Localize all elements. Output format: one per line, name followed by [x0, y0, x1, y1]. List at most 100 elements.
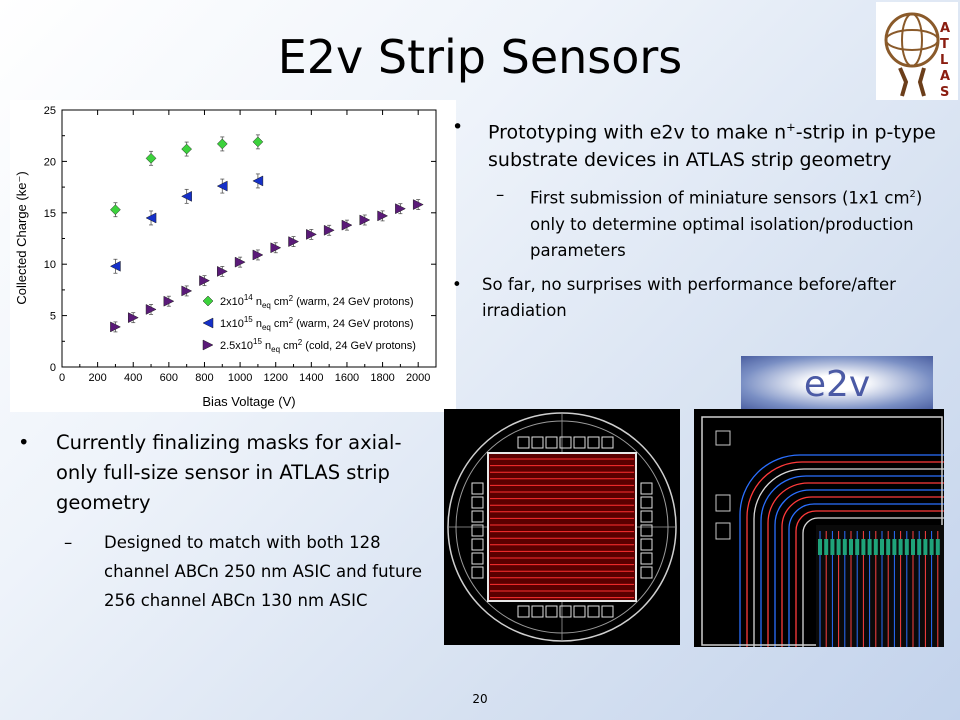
data-point-series-2 — [109, 260, 121, 272]
bond-pad — [545, 605, 558, 618]
bullet-prototyping: • Prototyping with e2v to make n+-strip … — [452, 113, 952, 174]
x-axis-label: Bias Voltage (V) — [202, 394, 295, 409]
y-tick-label: 10 — [44, 259, 56, 271]
strip-resistor — [886, 539, 891, 555]
bond-pad — [573, 605, 586, 618]
bond-pad — [601, 436, 614, 449]
slide-title: E2v Strip Sensors — [277, 30, 683, 84]
data-point-series-3 — [377, 210, 389, 222]
data-point-series-3 — [110, 321, 121, 333]
bond-pad — [601, 605, 614, 618]
legend-entry: 1x1015 neq cm2 (warm, 24 GeV protons) — [220, 315, 413, 332]
e2v-logo-text: e2v — [804, 364, 870, 405]
strip-resistor — [836, 539, 841, 555]
bottom-bullet-list: • Currently finalizing masks for axial-o… — [18, 428, 438, 615]
legend-marker — [202, 295, 214, 307]
data-point-series-3 — [145, 304, 157, 315]
bond-pad — [573, 436, 586, 449]
legend-marker — [202, 317, 214, 329]
bond-pad — [640, 552, 653, 565]
y-tick-label: 20 — [44, 156, 56, 168]
bond-pad — [640, 482, 653, 495]
bullet-dot: • — [18, 431, 30, 454]
dash-marker: – — [64, 533, 73, 552]
strip-resistor — [855, 539, 860, 555]
bond-pad — [640, 496, 653, 509]
y-tick-label: 25 — [44, 105, 56, 117]
bullet-dot: • — [452, 274, 462, 294]
guard-ring — [739, 454, 944, 647]
dash-marker: – — [496, 185, 505, 205]
bond-pad — [471, 538, 484, 551]
bond-pad — [545, 436, 558, 449]
x-tick-label: 200 — [88, 372, 106, 384]
y-tick-label: 15 — [44, 208, 56, 220]
guard-ring — [767, 482, 944, 647]
bond-pad — [640, 524, 653, 537]
bond-pad — [531, 436, 544, 449]
svg-text:A: A — [940, 69, 950, 84]
bond-pad — [587, 605, 600, 618]
data-point-series-3 — [181, 285, 193, 297]
data-point-series-1 — [145, 152, 157, 164]
guard-ring — [753, 468, 944, 647]
data-point-series-3 — [288, 236, 300, 247]
guard-ring — [781, 496, 944, 647]
strip-resistor — [873, 539, 878, 555]
page-number: 20 — [472, 692, 488, 706]
data-point-series-3 — [359, 214, 371, 226]
bond-pad — [471, 552, 484, 565]
bond-pad — [517, 436, 530, 449]
legend-entry: 2.5x1015 neq cm2 (cold, 24 GeV protons) — [220, 337, 416, 354]
bond-pad — [559, 605, 572, 618]
strip-resistor — [849, 539, 853, 555]
strip-resistor — [911, 539, 915, 555]
guard-ring — [760, 475, 944, 647]
data-point-series-3 — [163, 295, 175, 307]
top-bullet-list: • Prototyping with e2v to make n+-strip … — [452, 113, 952, 324]
sensor-layout-corner-zoom-image — [694, 409, 944, 647]
data-point-series-2 — [145, 212, 157, 224]
bond-pad — [531, 605, 544, 618]
svg-text:L: L — [940, 53, 948, 68]
data-point-series-3 — [306, 228, 317, 240]
data-point-series-3 — [252, 249, 264, 261]
x-tick-label: 0 — [59, 372, 65, 384]
strip-resistor — [923, 539, 928, 555]
strip-resistor — [904, 539, 909, 555]
strip-resistor — [892, 539, 897, 555]
x-tick-label: 1400 — [299, 372, 323, 384]
sensor-layout-overview-image — [444, 409, 680, 645]
y-tick-label: 0 — [50, 362, 56, 374]
strip-resistor — [898, 539, 903, 555]
data-point-series-1 — [110, 204, 121, 216]
strip-resistor — [824, 539, 829, 555]
bond-pad — [640, 538, 653, 551]
strip-resistor — [861, 539, 866, 555]
bond-pad — [471, 566, 484, 579]
data-point-series-3 — [234, 256, 246, 268]
bond-pad — [471, 524, 484, 537]
data-point-series-2 — [181, 190, 192, 202]
x-tick-label: 2000 — [406, 372, 430, 384]
strip-resistor — [867, 539, 872, 555]
bond-pad — [471, 496, 484, 509]
x-tick-label: 1600 — [335, 372, 359, 384]
data-point-series-1 — [216, 138, 228, 150]
atlas-logo: A T L A S — [876, 2, 958, 100]
guard-ring — [795, 510, 944, 647]
bond-pad — [471, 482, 484, 495]
data-point-series-3 — [127, 312, 139, 324]
data-point-series-3 — [412, 199, 424, 210]
e2v-logo: e2v — [741, 356, 933, 410]
strip-resistor — [830, 539, 835, 555]
guard-ring — [802, 517, 944, 647]
data-point-series-3 — [217, 265, 228, 277]
strip-resistor — [842, 539, 847, 555]
legend-entry: 2x1014 neq cm2 (warm, 24 GeV protons) — [220, 293, 413, 310]
y-axis-label: Collected Charge (ke⁻) — [14, 171, 29, 304]
guard-ring — [774, 489, 944, 647]
guard-ring — [746, 461, 944, 647]
strip-resistor — [917, 539, 922, 555]
